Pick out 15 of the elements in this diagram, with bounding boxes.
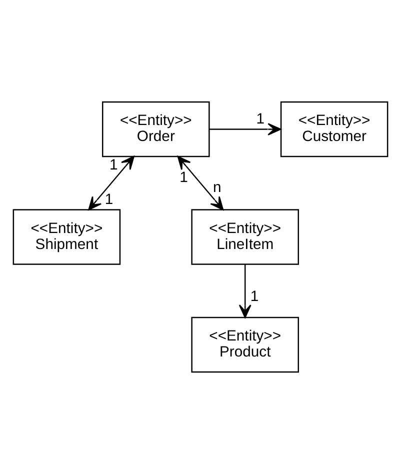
arrow <box>88 156 134 210</box>
edge-label: 1 <box>256 112 264 128</box>
arrow <box>238 264 252 318</box>
edge-label: n <box>212 180 222 196</box>
node-box: <<Entity>> LineItem <box>191 209 299 265</box>
node-box: <<Entity>> Product <box>191 316 299 373</box>
node-box: <<Entity>> Shipment <box>12 209 121 265</box>
edge-label: 1 <box>104 192 114 208</box>
arrow <box>209 123 282 136</box>
label: 1 <box>180 170 188 186</box>
arrow <box>177 156 224 210</box>
node-box: <<Entity>> Order <box>102 101 210 158</box>
edge-label: 1 <box>250 289 259 306</box>
node-box: <<Entity>> Customer <box>280 101 388 158</box>
label: 1 <box>109 158 118 174</box>
